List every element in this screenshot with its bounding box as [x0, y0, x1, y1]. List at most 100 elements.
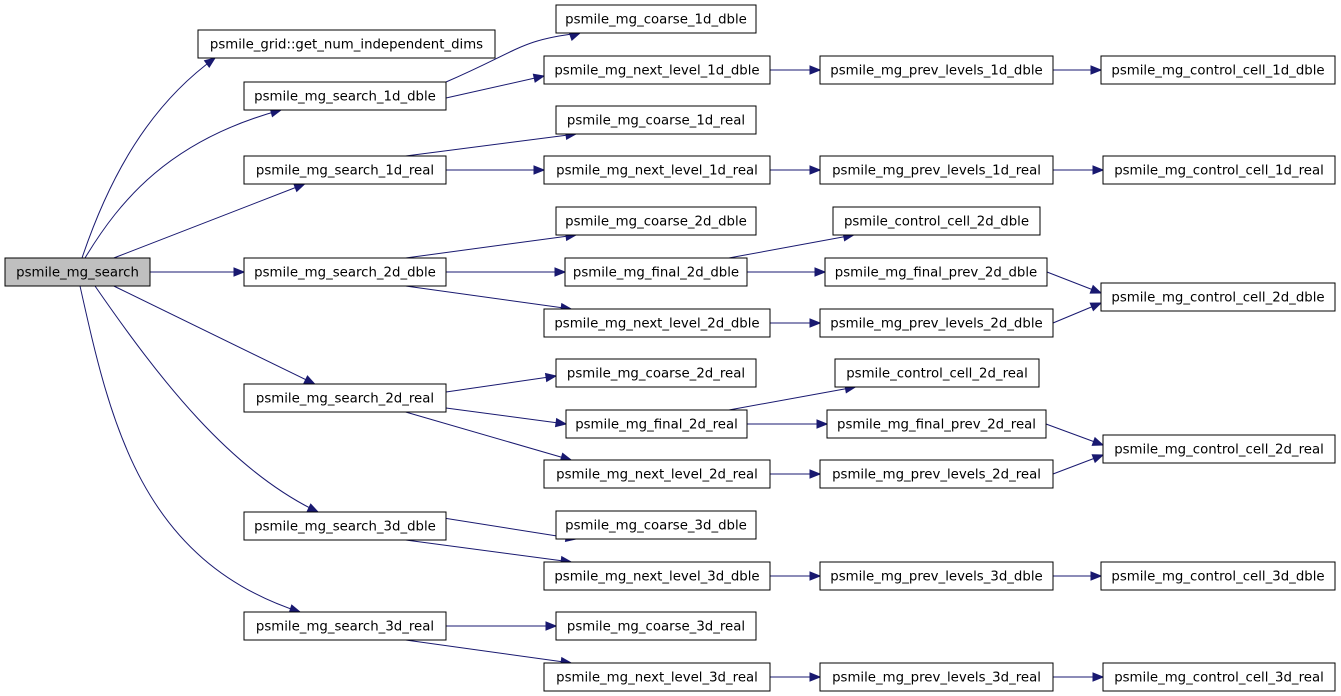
node-label: psmile_mg_coarse_2d_real	[567, 367, 745, 382]
call-edges	[79, 31, 1105, 682]
node-label: psmile_mg_control_cell_1d_dble	[1111, 64, 1324, 79]
node-s2r[interactable]: psmile_mg_search_2d_real	[243, 383, 447, 413]
node-label: psmile_mg_next_level_1d_dble	[554, 64, 759, 79]
edge-s3r-to-n3r	[405, 639, 573, 667]
node-n3d[interactable]: psmile_mg_next_level_3d_dble	[543, 561, 771, 591]
node-label: psmile_mg_search_3d_dble	[254, 520, 436, 535]
edge-s1r-to-c1r	[405, 130, 578, 157]
edge-fp2r-to-mc2r	[1045, 423, 1105, 446]
node-cc2r[interactable]: psmile_control_cell_2d_real	[834, 358, 1040, 388]
edge-p3r-to-mc3r	[1053, 672, 1105, 682]
edge-s2r-to-f2r	[445, 407, 568, 428]
node-label: psmile_mg_prev_levels_2d_dble	[830, 317, 1042, 332]
node-p1r[interactable]: psmile_mg_prev_levels_1d_real	[819, 155, 1054, 185]
call-nodes: psmile_mg_search psmile_grid::get_num_ind…	[4, 4, 1336, 692]
node-n3r[interactable]: psmile_mg_next_level_3d_real	[543, 662, 771, 692]
node-s3r[interactable]: psmile_mg_search_3d_real	[243, 611, 447, 641]
node-s1d[interactable]: psmile_mg_search_1d_dble	[243, 81, 447, 111]
edge-n1d-to-p1d	[770, 65, 822, 75]
node-label: psmile_mg_control_cell_1d_real	[1114, 164, 1324, 179]
edge-p2r-to-mc2r	[1052, 454, 1105, 475]
node-label: psmile_mg_next_level_1d_real	[556, 164, 758, 179]
node-label: psmile_mg_next_level_3d_dble	[554, 570, 759, 585]
node-grid[interactable]: psmile_grid::get_num_independent_dims	[197, 29, 496, 59]
node-fp2d[interactable]: psmile_mg_final_prev_2d_dble	[824, 257, 1048, 287]
node-root[interactable]: psmile_mg_search	[4, 257, 151, 287]
edge-p1d-to-mc1d	[1053, 65, 1103, 75]
node-c1r[interactable]: psmile_mg_coarse_1d_real	[555, 105, 757, 135]
node-n1d[interactable]: psmile_mg_next_level_1d_dble	[543, 55, 771, 85]
edge-n1r-to-p1r	[770, 165, 822, 175]
node-label: psmile_control_cell_2d_dble	[844, 215, 1029, 230]
node-label: psmile_mg_next_level_2d_real	[556, 468, 758, 483]
node-label: psmile_mg_final_2d_dble	[573, 266, 739, 281]
node-c3d[interactable]: psmile_mg_coarse_3d_dble	[555, 510, 757, 540]
node-mc2d[interactable]: psmile_mg_control_cell_2d_dble	[1100, 282, 1336, 312]
edge-n2d-to-p2d	[770, 318, 822, 328]
node-label: psmile_mg_prev_levels_3d_dble	[830, 570, 1042, 585]
edge-n3r-to-p3r	[770, 672, 822, 682]
edge-s2d-to-f2d	[446, 267, 567, 277]
node-label: psmile_mg_coarse_3d_dble	[565, 519, 747, 534]
node-label: psmile_mg_search_1d_real	[256, 164, 434, 179]
node-mc1d[interactable]: psmile_mg_control_cell_1d_dble	[1100, 55, 1336, 85]
edge-root-to-s2d	[150, 267, 246, 277]
node-mc2r[interactable]: psmile_mg_control_cell_2d_real	[1102, 434, 1336, 464]
node-p1d[interactable]: psmile_mg_prev_levels_1d_dble	[819, 55, 1054, 85]
node-label: psmile_mg_control_cell_3d_real	[1114, 671, 1324, 686]
node-label: psmile_mg_search	[16, 266, 139, 281]
edge-n2r-to-p2r	[770, 469, 822, 479]
node-fp2r[interactable]: psmile_mg_final_prev_2d_real	[826, 409, 1047, 439]
node-mc1r[interactable]: psmile_mg_control_cell_1d_real	[1102, 155, 1336, 185]
node-cc2d[interactable]: psmile_control_cell_2d_dble	[832, 206, 1041, 236]
edge-s3r-to-c3r	[446, 621, 558, 631]
edge-root-to-s1r	[113, 183, 306, 259]
node-s2d[interactable]: psmile_mg_search_2d_dble	[243, 257, 447, 287]
edge-f2r-to-fp2r	[747, 419, 829, 429]
node-p2d[interactable]: psmile_mg_prev_levels_2d_dble	[819, 308, 1054, 338]
node-n1r[interactable]: psmile_mg_next_level_1d_real	[543, 155, 771, 185]
edge-s1d-to-c1d	[445, 31, 582, 83]
node-label: psmile_mg_prev_levels_1d_dble	[830, 64, 1042, 79]
edge-f2d-to-fp2d	[747, 267, 827, 277]
node-p3d[interactable]: psmile_mg_prev_levels_3d_dble	[819, 561, 1054, 591]
edge-root-to-s2r	[113, 285, 316, 385]
edge-p2d-to-mc2d	[1052, 302, 1103, 324]
edge-f2d-to-cc2d	[728, 232, 856, 259]
node-s3d[interactable]: psmile_mg_search_3d_dble	[243, 511, 447, 541]
node-c2d[interactable]: psmile_mg_coarse_2d_dble	[555, 206, 757, 236]
edge-s2r-to-c2r	[445, 372, 558, 393]
node-label: psmile_mg_control_cell_3d_dble	[1111, 570, 1324, 585]
node-p3r[interactable]: psmile_mg_prev_levels_3d_real	[819, 662, 1054, 692]
node-f2r[interactable]: psmile_mg_final_2d_real	[565, 409, 748, 439]
node-label: psmile_mg_control_cell_2d_dble	[1111, 291, 1324, 306]
edge-s3d-to-n3d	[405, 539, 573, 566]
node-label: psmile_mg_final_2d_real	[575, 418, 738, 433]
node-label: psmile_mg_search_2d_dble	[254, 266, 436, 281]
node-n2r[interactable]: psmile_mg_next_level_2d_real	[543, 459, 771, 489]
edge-s2d-to-c2d	[405, 231, 578, 259]
node-label: psmile_mg_coarse_1d_dble	[565, 13, 747, 28]
node-mc3d[interactable]: psmile_mg_control_cell_3d_dble	[1100, 561, 1336, 591]
node-mc3r[interactable]: psmile_mg_control_cell_3d_real	[1102, 662, 1336, 692]
node-label: psmile_mg_next_level_3d_real	[556, 671, 758, 686]
node-label: psmile_grid::get_num_independent_dims	[210, 38, 483, 53]
node-label: psmile_mg_final_prev_2d_dble	[835, 266, 1038, 281]
node-label: psmile_mg_search_3d_real	[256, 620, 434, 635]
node-label: psmile_control_cell_2d_real	[846, 367, 1028, 382]
node-label: psmile_mg_prev_levels_2d_real	[832, 468, 1041, 483]
edge-root-to-s3d	[94, 285, 320, 513]
node-f2d[interactable]: psmile_mg_final_2d_dble	[564, 257, 748, 287]
node-c2r[interactable]: psmile_mg_coarse_2d_real	[555, 358, 757, 388]
node-c3r[interactable]: psmile_mg_coarse_3d_real	[555, 611, 757, 641]
node-p2r[interactable]: psmile_mg_prev_levels_2d_real	[819, 459, 1054, 489]
edge-n3d-to-p3d	[770, 571, 822, 581]
node-s1r[interactable]: psmile_mg_search_1d_real	[243, 155, 447, 185]
node-n2d[interactable]: psmile_mg_next_level_2d_dble	[543, 308, 771, 338]
node-c1d[interactable]: psmile_mg_coarse_1d_dble	[555, 4, 757, 34]
edge-root-to-s3r	[79, 285, 302, 614]
edge-s2d-to-n2d	[405, 285, 573, 313]
edge-root-to-grid	[81, 57, 217, 259]
node-label: psmile_mg_search_2d_real	[256, 392, 434, 407]
